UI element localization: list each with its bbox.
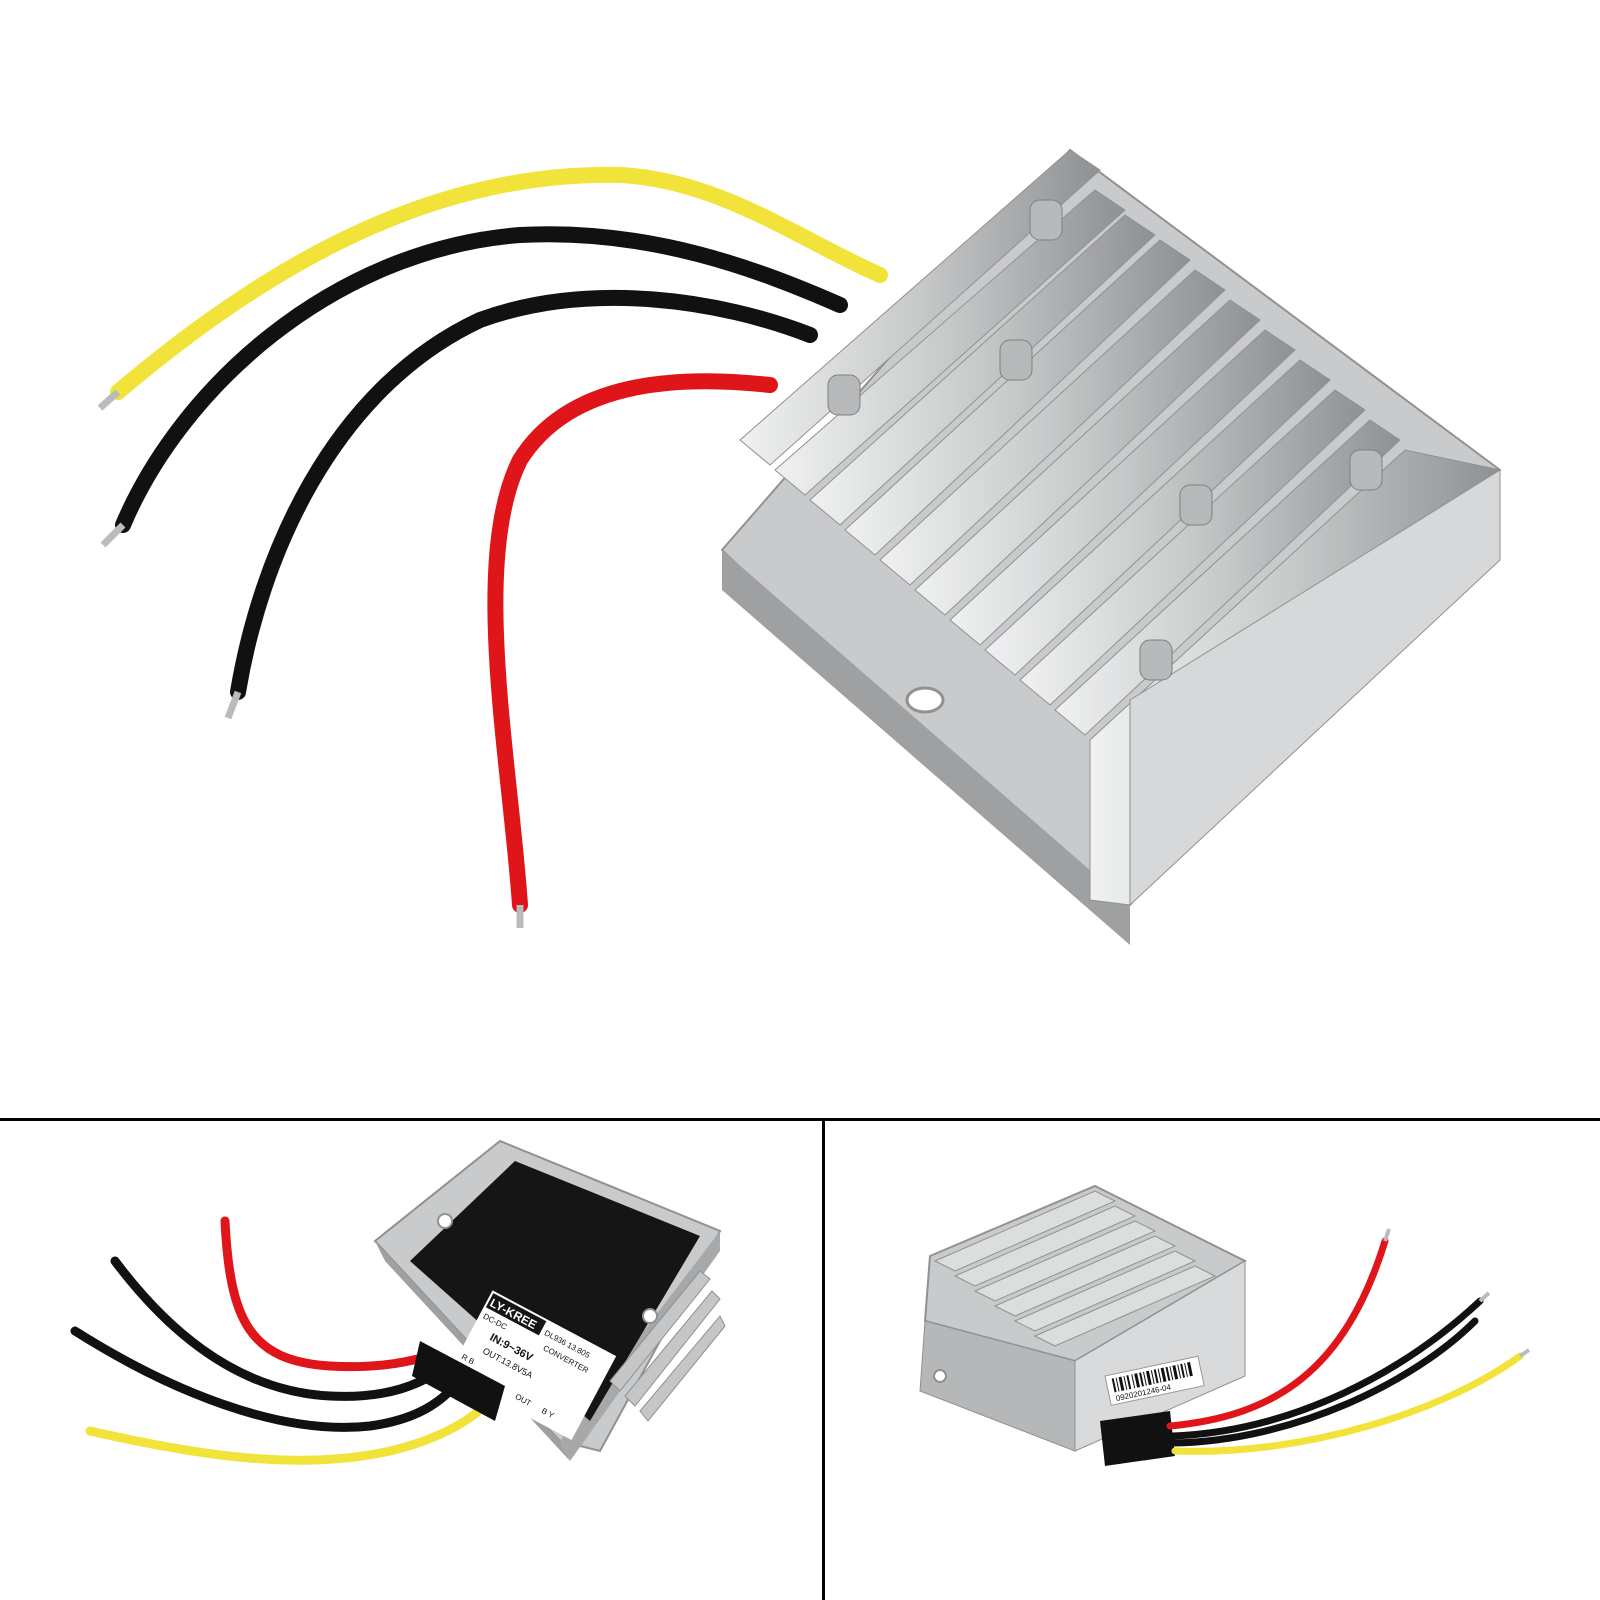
mounting-hole xyxy=(933,1369,947,1383)
mounting-hole xyxy=(437,1213,453,1229)
converter-barcode-view-illustration: 0920201246-04 xyxy=(919,1184,1531,1466)
barcode-sticker xyxy=(1104,1355,1205,1406)
wire-black-1 xyxy=(100,226,848,548)
wire-red xyxy=(1166,1237,1389,1430)
cable-gland xyxy=(412,1341,505,1421)
barcode-bars xyxy=(1111,1362,1193,1393)
converter-label-view-illustration: LY-KREE DL936 13.805 DC-DC CONVERTER IN:… xyxy=(70,1139,726,1465)
screw-posts xyxy=(827,199,1383,681)
heatsink-fins xyxy=(609,1270,726,1422)
wire-red xyxy=(220,1216,435,1372)
label-side-photo: LY-KREE DL936 13.805 DC-DC CONVERTER IN:… xyxy=(0,1121,822,1600)
black-label-panel xyxy=(410,1161,700,1421)
wire-black-2 xyxy=(70,1326,460,1432)
wire-yellow xyxy=(97,166,888,411)
vertical-divider xyxy=(822,1121,825,1600)
wire-yellow xyxy=(1171,1352,1524,1455)
mounting-hole xyxy=(642,1308,658,1324)
wire-black-1 xyxy=(110,1256,445,1401)
wire-red xyxy=(487,373,778,928)
wire-black-2 xyxy=(224,289,818,720)
wire-black-2 xyxy=(1169,1317,1479,1447)
wire-yellow xyxy=(85,1396,495,1465)
heatsink-fins xyxy=(933,1190,1217,1347)
mounting-hole xyxy=(905,686,945,714)
barcode-side-photo: 0920201246-04 xyxy=(825,1121,1600,1600)
product-label xyxy=(447,1290,617,1440)
converter-top-view-illustration xyxy=(97,148,1502,945)
main-product-photo xyxy=(97,148,1502,945)
converter-body xyxy=(720,148,1502,945)
wire-black-1 xyxy=(1169,1297,1484,1440)
cable-gland xyxy=(1100,1411,1175,1466)
horizontal-divider xyxy=(0,1118,1600,1121)
